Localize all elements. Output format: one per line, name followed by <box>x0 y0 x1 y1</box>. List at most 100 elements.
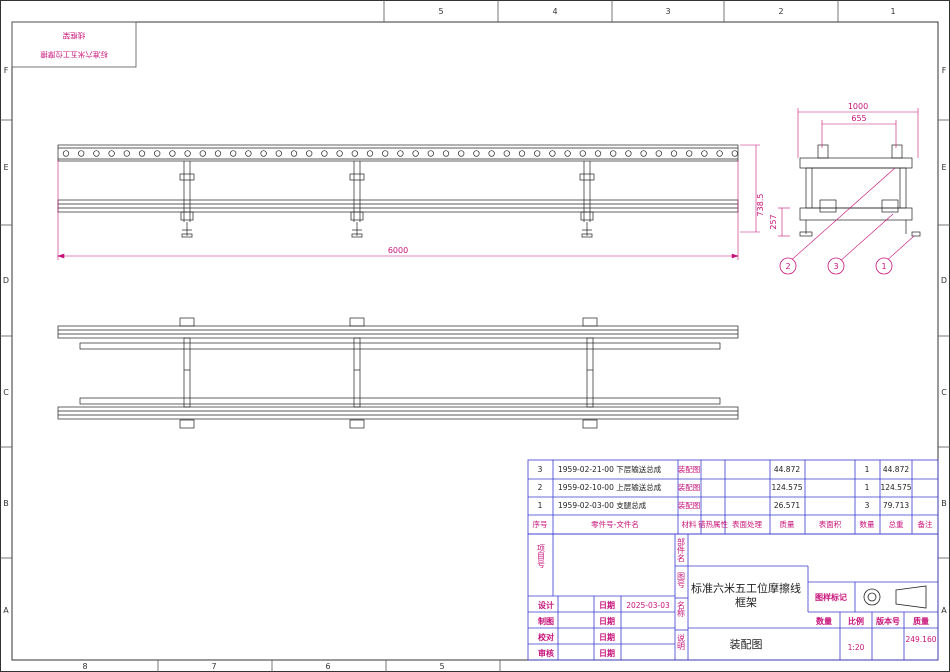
label-scale: 比例 <box>848 616 864 626</box>
bom-cell-total: 44.872 <box>883 465 909 474</box>
inner-border <box>11 21 939 661</box>
roller <box>245 150 252 157</box>
dim-width-inner: 655 <box>851 114 866 123</box>
roller <box>123 150 130 157</box>
zone-label-bottom-6: 6 <box>325 662 330 671</box>
leg-front-3 <box>579 161 595 238</box>
zone-label-left-d: D <box>3 276 9 285</box>
leg-front-1 <box>179 161 195 238</box>
zone-strip-top <box>383 0 839 22</box>
bom-cell-mass: 44.872 <box>774 465 800 474</box>
roller <box>169 150 176 157</box>
stamp-line-1: 标准六米五工位摩擦 <box>40 50 108 60</box>
balloon-3: 3 <box>827 257 845 275</box>
bom-cell-material: 装配图 <box>678 464 701 474</box>
bom-header-mass: 质量 <box>780 519 795 529</box>
dim-lower-height: 257 <box>769 214 778 229</box>
zone-label-right-c: C <box>941 388 947 397</box>
dim-height: 738.5 <box>756 194 765 217</box>
part-title-line-1: 标准六米五工位摩擦线 <box>691 581 801 595</box>
label-quantity: 数量 <box>816 616 832 626</box>
roller <box>458 150 465 157</box>
label-drawing-no: 图号 <box>677 572 686 589</box>
title-block <box>527 533 939 661</box>
bom-cell-code: 1959-02-21-00 下层输送总成 <box>558 464 662 474</box>
zone-label-left-c: C <box>3 388 9 397</box>
stamp-line-2: 线框架 <box>62 31 85 41</box>
roller <box>397 150 404 157</box>
roller <box>382 150 389 157</box>
bom-cell-qty: 3 <box>865 501 870 510</box>
roller <box>670 150 678 157</box>
label-date-2: 日期 <box>599 616 615 626</box>
roller <box>108 150 115 157</box>
bom-cell-code: 1959-02-10-00 上层输送总成 <box>558 482 662 492</box>
label-review: 审核 <box>538 648 554 658</box>
svg-text:1: 1 <box>881 262 886 271</box>
roller <box>655 150 662 157</box>
roller <box>62 150 70 157</box>
label-date-4: 日期 <box>599 648 615 658</box>
drawing-stamp: 标准六米五工位摩擦 线框架 <box>11 21 137 68</box>
roller <box>230 150 237 157</box>
roller <box>199 150 206 157</box>
side-dimensions <box>778 108 919 264</box>
zone-label-right-a: A <box>941 606 947 615</box>
label-note: 说明 <box>677 633 686 651</box>
roller <box>731 150 738 157</box>
bom-cell-total: 124.575 <box>880 483 911 492</box>
roller <box>306 150 313 157</box>
roller-row <box>62 150 738 157</box>
roller <box>534 150 541 157</box>
balloon-1: 1 <box>875 257 893 275</box>
svg-text:2: 2 <box>785 262 790 271</box>
label-date-3: 日期 <box>599 632 615 642</box>
roller <box>594 150 602 157</box>
zone-label-left-f: F <box>4 66 9 75</box>
zone-label-top-5: 5 <box>438 7 443 16</box>
label-sample-mark: 图样标记 <box>815 592 847 602</box>
roller <box>184 150 191 157</box>
bom-cell-code: 1959-02-03-00 支腿总成 <box>558 500 647 510</box>
roller <box>518 150 526 157</box>
roller <box>321 150 328 157</box>
roller <box>625 150 632 157</box>
bom-header-no: 序号 <box>533 519 548 529</box>
zone-label-left-b: B <box>3 499 9 508</box>
bom-header-area: 表面积 <box>819 519 842 529</box>
label-part: 部件名 <box>677 537 686 563</box>
top-legs <box>179 317 598 429</box>
label-draw: 制图 <box>538 616 554 626</box>
total-mass-value: 249.160 <box>905 635 936 644</box>
roller <box>442 150 450 157</box>
roller <box>701 150 708 157</box>
zone-label-left-e: E <box>3 163 8 172</box>
scale-value: 1:20 <box>848 643 865 652</box>
roller <box>473 150 480 157</box>
roller <box>412 150 419 157</box>
bom-cell-total: 79.713 <box>883 501 909 510</box>
bom-cell-no: 3 <box>538 465 543 474</box>
roller <box>579 150 586 157</box>
bom-header-heat: 错热属性 <box>698 519 728 529</box>
front-legs <box>179 161 595 238</box>
bom-cell-qty: 1 <box>865 483 870 492</box>
roller <box>716 150 723 157</box>
bom-cell-no: 2 <box>538 483 543 492</box>
zone-label-top-2: 2 <box>778 7 783 16</box>
projection-symbol <box>863 585 927 609</box>
design-date: 2025-03-03 <box>626 601 670 610</box>
roller <box>93 150 100 157</box>
zone-label-bottom-5: 5 <box>439 662 444 671</box>
roller <box>260 150 267 157</box>
zone-strip-sides <box>0 119 950 559</box>
zone-label-top-1: 1 <box>890 7 895 16</box>
bom-header-qty: 数量 <box>860 519 875 529</box>
bom-cell-mass: 124.575 <box>771 483 802 492</box>
zone-label-top-4: 4 <box>552 7 557 16</box>
bom-header-total: 总重 <box>889 519 904 529</box>
part-title-line-2: 框架 <box>735 596 757 609</box>
